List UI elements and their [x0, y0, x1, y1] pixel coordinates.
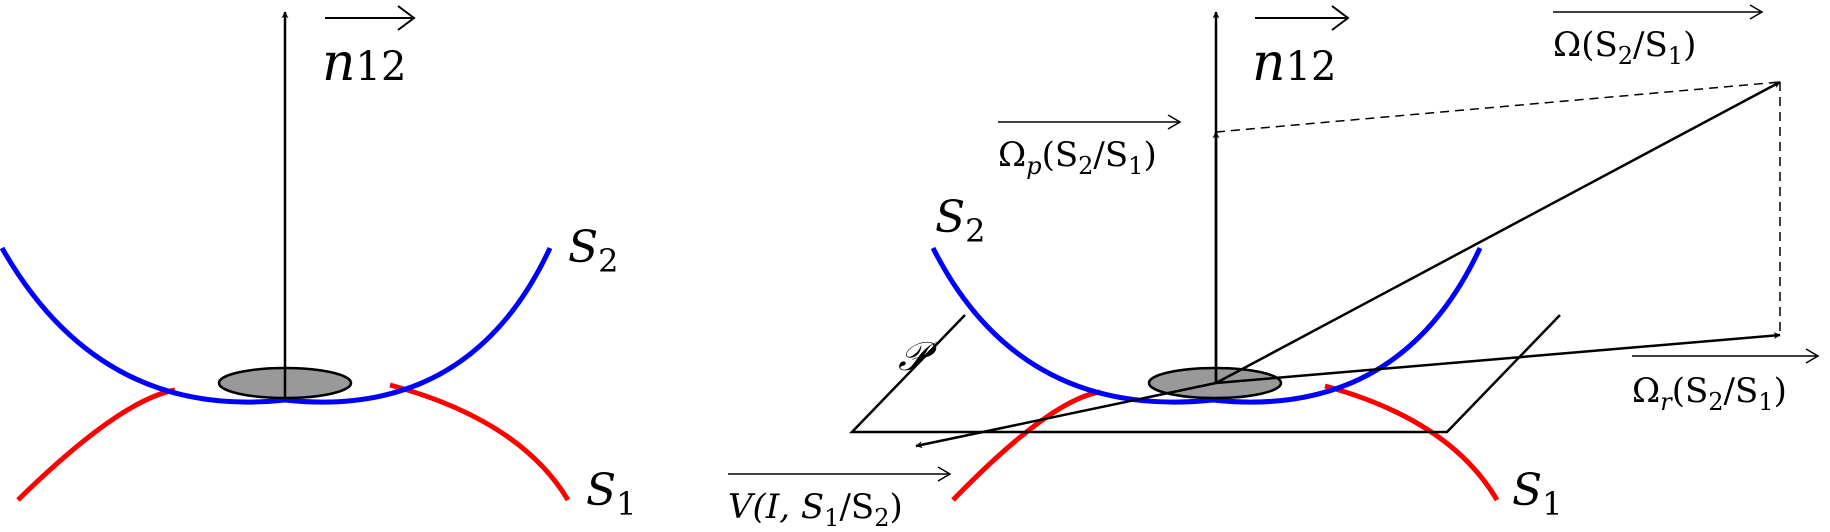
rotation-label-overline-tip — [1749, 4, 1764, 20]
left-normal-label: n12 — [322, 33, 406, 93]
right-normal-overline-tip — [1331, 5, 1350, 31]
left-s2-label: S2 — [568, 222, 619, 280]
right-normal-label: n12 — [1252, 33, 1336, 93]
velocity-label-overline-tip — [937, 466, 952, 482]
left-normal-overline-tip — [397, 5, 416, 31]
pivoting-label-overline-tip — [1167, 114, 1182, 130]
right-panel: n12 S2 S1 Ω(S2/S1) Ωp(S2/S1) Ωr(S2/S1) 𝒫 — [728, 4, 1820, 532]
right-s1-label: S1 — [1512, 465, 1563, 523]
projection-dashed-horizontal — [1215, 81, 1781, 133]
left-surface-s1 — [16, 382, 571, 502]
rolling-label: Ωr(S2/S1) — [1632, 371, 1787, 416]
plane-label: 𝒫 — [898, 334, 938, 380]
left-s1-label: S1 — [586, 465, 637, 523]
pivoting-label: Ωp(S2/S1) — [998, 135, 1157, 180]
right-s2-label: S2 — [935, 192, 986, 250]
sliding-velocity-arrow — [915, 381, 1217, 449]
left-surface-s2 — [0, 246, 553, 405]
left-panel: n12 S2 S1 — [0, 5, 637, 523]
tangent-plane — [849, 314, 1561, 434]
rotation-arrow — [1215, 80, 1781, 385]
rotation-label: Ω(S2/S1) — [1553, 25, 1696, 70]
rolling-label-overline-tip — [1805, 348, 1820, 364]
right-surface-s2 — [930, 246, 1483, 405]
velocity-label: V(I, S1/S2) — [728, 487, 903, 532]
rolling-arrow — [1215, 332, 1781, 385]
